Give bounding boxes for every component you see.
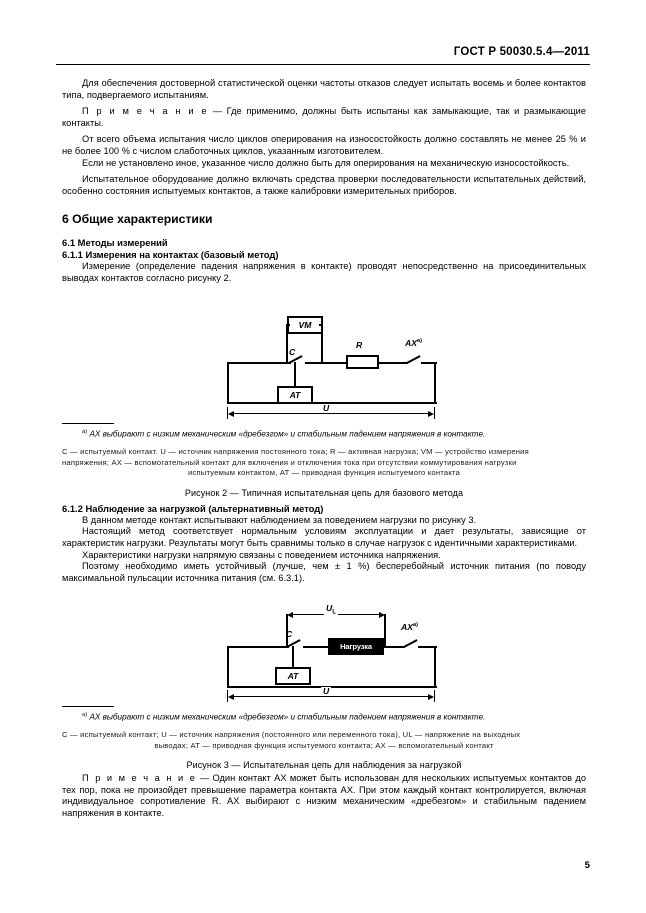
voltage-dimension-label: U [321,403,332,413]
final-note-block: П р и м е ч а н и е — Один контакт AX мо… [62,773,586,819]
aux-contact-switch-blade [403,639,418,649]
section-heading-6-1-1: 6.1.1 Измерения на контактах (базовый ме… [62,249,279,261]
figure-3-footnote: a) AX выбирают с низким механическим «др… [62,710,586,723]
resistor-box [346,355,379,369]
figure-3-legend-line-1: C — испытуемый контакт; U — источник нап… [62,730,521,740]
paragraph-6-1-2-p2: Настоящий метод соответствует нормальным… [62,526,586,548]
voltage-dimension-line [234,413,428,415]
main-wire-to-load [303,646,329,649]
voltage-dimension-arrow-left [228,410,234,417]
figure-2-circuit-diagram: VM C AT R AXa) [209,312,439,419]
document-header-standard-id: ГОСТ Р 50030.5.4—2011 [453,46,590,58]
aux-contact-label: AXa) [401,622,418,632]
actuator-lead [294,362,297,387]
final-note: П р и м е ч а н и е — Один контакт AX мо… [62,773,586,819]
loop-right-side [434,362,437,404]
section-heading-6-1: 6.1 Методы измерений [62,237,168,249]
paragraph-6-1-2-p4: Поэтому необходимо иметь устойчивый (луч… [62,561,586,583]
main-wire-right [418,646,437,649]
resistor-label: R [356,340,363,350]
contact-label: C [289,347,296,357]
voltmeter-left-joint [286,324,290,327]
figure-2-footnote-marker: a) [82,429,88,435]
paragraph-6-1-2-p3: Характеристики нагрузки напрямую связаны… [82,549,441,560]
figure-3-block: UL C AT Нагрузка AXa) [62,600,586,771]
header-divider [56,64,590,65]
loop-bottom-wire [227,686,437,689]
note-label: П р и м е ч а н и е [82,106,209,117]
paragraph-6-1-2-p1: В данном методе контакт испытывают наблю… [82,514,477,525]
figure-3-legend-line-2: выводах; AT — приводная функция испытуем… [154,740,494,750]
actuator-box: AT [275,667,311,685]
page-number: 5 [584,860,590,871]
figure-2-block: VM C AT R AXa) [62,312,586,499]
paragraph-endurance-cycles: От всего объема испытания число циклов о… [62,134,586,156]
aux-contact-label: AXa) [405,338,422,348]
main-wire-left [227,646,289,649]
loop-bottom-wire [227,402,437,405]
section-6-1-2-text-block: 6.1.2 Наблюдение за нагрузкой (альтернат… [62,503,586,584]
main-wire-right [421,362,437,365]
figure-3-caption: Рисунок 3 — Испытательная цепь для наблю… [186,760,462,771]
paragraph-statistical-evaluation: Для обеспечения достоверной статистическ… [62,78,586,100]
voltmeter-left-lead [286,324,289,364]
intro-text-block: Для обеспечения достоверной статистическ… [62,78,586,284]
main-wire-left [227,362,291,365]
voltage-dimension-line [234,696,428,698]
voltage-dimension-arrow-right [428,693,434,700]
figure-3-circuit-diagram: UL C AT Нагрузка AXa) [209,600,439,702]
voltage-dimension-arrow-left [228,693,234,700]
figure-2-legend-line-2: напряжения; AX — вспомогательный контакт… [62,457,517,467]
note-make-break-contacts: П р и м е ч а н и е — Где применимо, дол… [62,106,586,129]
paragraph-6-1-1-body: Измерение (определение падения напряжени… [62,260,586,283]
load-voltage-arrow-right [379,611,385,618]
paragraph-test-equipment: Испытательное оборудование должно включа… [62,174,586,196]
voltmeter-right-joint [319,324,323,327]
figure-3-footnote-text: AX выбирают с низким механическим «дребе… [89,712,486,722]
load-voltage-arrow-left [287,611,293,618]
load-voltage-ext-right [384,614,387,648]
load-box: Нагрузка [328,638,384,655]
figure-2-footnote: a) AX выбирают с низким механическим «др… [62,427,586,440]
note-body: — Где применимо, должны быть испытаны ка… [62,106,586,128]
voltage-dimension-arrow-right [428,410,434,417]
figure-2-legend-line-3: испытуемым контактом, AT — приводная фун… [187,468,461,478]
contact-label: C [286,629,293,639]
loop-left-side [227,646,230,688]
loop-right-side [434,646,437,688]
figure-3-footnote-divider [62,706,114,707]
load-voltage-ext-left [286,614,289,648]
voltage-dimension-label: U [321,686,332,696]
figure-2-footnote-text: AX выбирают с низким механическим «дребе… [89,429,486,439]
voltage-dimension-tick-left [227,407,229,419]
section-heading-6-1-2: 6.1.2 Наблюдение за нагрузкой (альтернат… [62,503,324,514]
aux-contact-switch-blade [406,355,421,365]
voltage-dimension-tick-right [434,407,436,419]
section-heading-6: 6 Общие характеристики [62,212,213,227]
main-wire-to-resistor [305,362,347,365]
voltmeter-right-lead [321,324,324,364]
figure-2-footnote-divider [62,423,114,424]
voltage-dimension-tick-left [227,690,229,702]
paragraph-mechanical-endurance: Если не установлено иное, указанное числ… [82,157,570,168]
actuator-lead [292,646,295,668]
main-wire-to-aux [383,646,405,649]
main-wire-to-aux [378,362,408,365]
voltage-dimension-tick-right [434,690,436,702]
voltmeter-box: VM [287,316,323,334]
figure-2-caption: Рисунок 2 — Типичная испытательная цепь … [184,487,464,498]
final-note-label: П р и м е ч а н и е [82,773,197,783]
loop-left-side [227,362,230,404]
figure-3-footnote-marker: a) [82,712,88,718]
figure-2-legend-line-1: C — испытуемый контакт. U — источник нап… [62,447,529,457]
load-voltage-dimension-label: UL [324,603,338,616]
final-note-body: — Один контакт AX может быть использован… [62,773,586,818]
